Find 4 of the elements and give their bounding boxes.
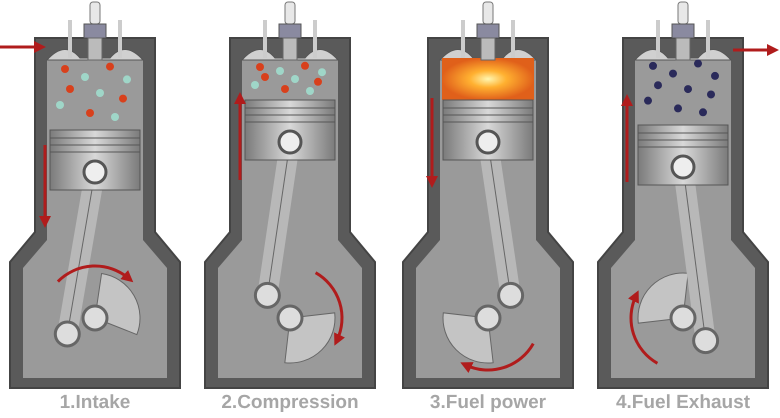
stroke-caption: 3.Fuel power <box>430 392 546 414</box>
stroke-caption: 1.Intake <box>60 392 130 414</box>
stroke-caption: 2.Compression <box>221 392 359 414</box>
stroke-caption: 4.Fuel Exhaust <box>616 392 750 414</box>
